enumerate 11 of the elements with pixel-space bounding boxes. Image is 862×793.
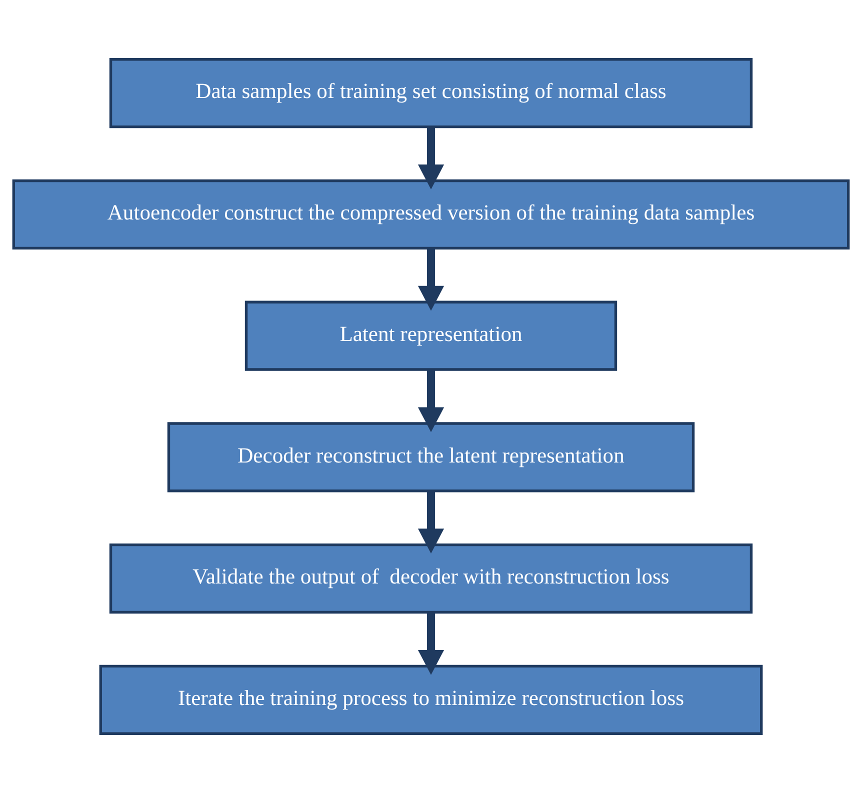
node-box: Autoencoder construct the compressed version of the training data samples <box>12 179 850 250</box>
arrow <box>418 126 444 190</box>
node-box: Iterate the training process to minimize reconstruction loss <box>99 664 763 735</box>
arrow <box>418 370 444 432</box>
arrow <box>418 248 444 311</box>
node-box: Latent representation <box>244 300 618 371</box>
node-box: Decoder reconstruct the latent representation <box>167 422 695 492</box>
node-box: Data samples of training set consisting of normal class <box>109 58 753 128</box>
node-box: Validate the output of decoder with reconstruction loss <box>109 543 753 614</box>
arrow <box>418 612 444 675</box>
arrow <box>418 490 444 554</box>
